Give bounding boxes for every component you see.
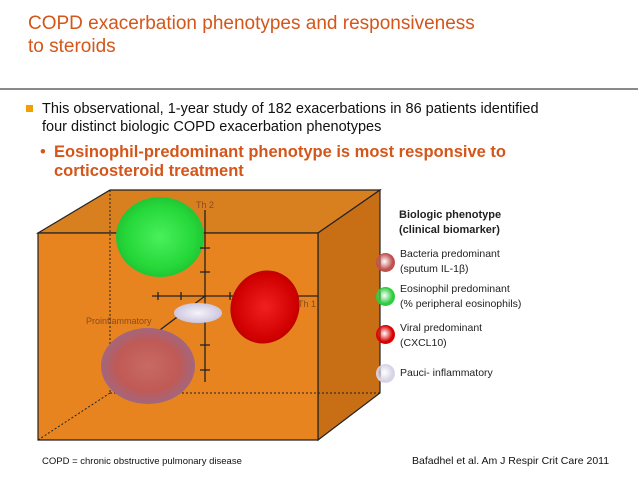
axis-label-proinflammatory: Proinflammatory: [86, 316, 152, 326]
viral-swatch-icon: [376, 325, 395, 344]
legend-title-line1: Biologic phenotype: [399, 209, 502, 221]
pauci-swatch-icon: [376, 364, 395, 383]
axis-label-th1: Th 1: [298, 299, 316, 309]
legend-title: Biologic phenotype (clinical biomarker): [399, 208, 501, 238]
viral-phenotype-blob: [230, 270, 300, 344]
bacteria-swatch-icon: [376, 253, 395, 272]
legend-item-line1: Pauci- inflammatory: [400, 367, 493, 379]
bullet-study-line1: This observational, 1-year study of 182 …: [42, 101, 539, 117]
footnote: COPD = chronic obstructive pulmonary dis…: [42, 456, 242, 467]
legend-item-line2: (sputum IL-1β): [400, 263, 469, 275]
legend-item-line1: Eosinophil predominant: [400, 283, 510, 295]
legend-item-line2: (CXCL10): [400, 337, 447, 349]
slide-title-line1: COPD exacerbation phenotypes and respons…: [28, 13, 475, 34]
reference-citation: Bafadhel et al. Am J Respir Crit Care 20…: [412, 455, 610, 467]
cube-right-face: [317, 188, 381, 442]
eosinophil-swatch-icon: [376, 287, 395, 306]
pauci-inflammatory-phenotype-blob: [174, 303, 222, 323]
bullet-eosinophil-line1: Eosinophil-predominant phenotype is most…: [54, 143, 506, 161]
eosinophil-phenotype-blob: [116, 197, 204, 277]
legend-item-line1: Bacteria predominant: [400, 248, 500, 260]
sub-bullet-marker: •: [40, 143, 46, 161]
bullet-eosinophil-line2: corticosteroid treatment: [54, 162, 244, 180]
slide-title-line2: to steroids: [28, 36, 116, 57]
square-bullet-icon: [26, 105, 33, 112]
axis-label-th2: Th 2: [196, 200, 214, 210]
legend-title-line2: (clinical biomarker): [399, 224, 500, 236]
legend-item-line2: (% peripheral eosinophils): [400, 298, 522, 310]
title-divider: [0, 88, 638, 90]
bullet-study-line2: four distinct biologic COPD exacerbation…: [42, 119, 382, 135]
slide-title: COPD exacerbation phenotypes and respons…: [28, 12, 618, 58]
legend-item-line1: Viral predominant: [400, 322, 483, 334]
bacteria-phenotype-blob: [101, 328, 195, 404]
